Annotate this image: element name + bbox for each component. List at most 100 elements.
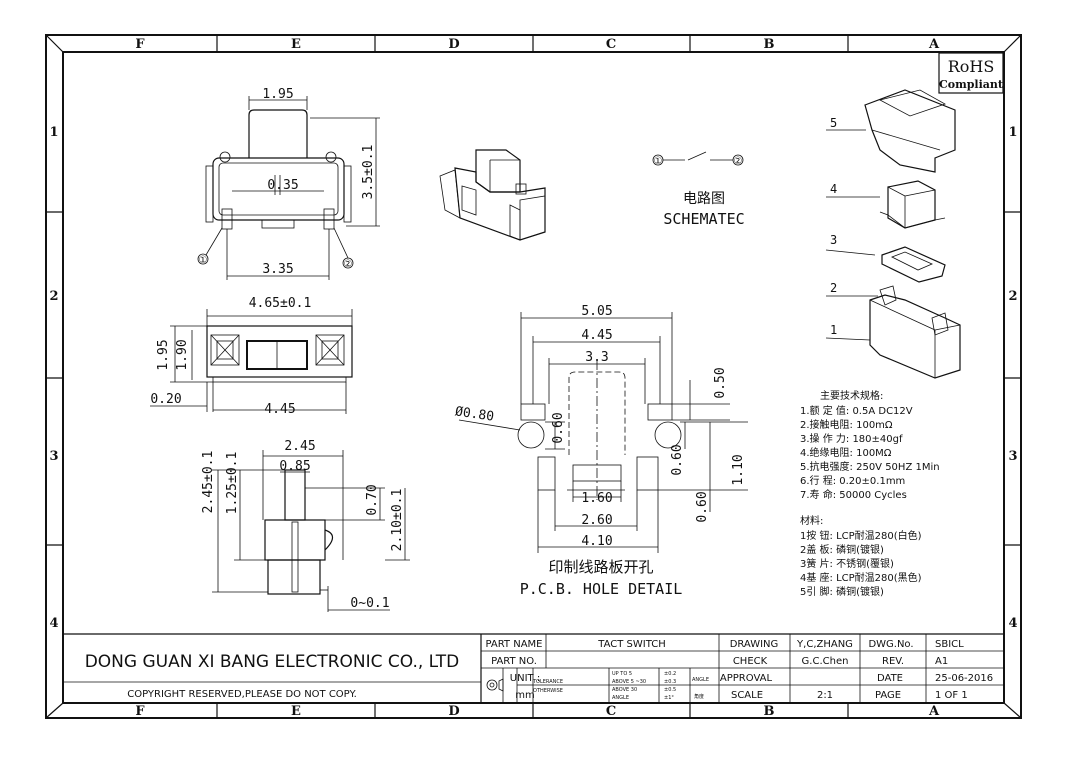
dim-side-h-body: 1.25±0.1 bbox=[225, 452, 240, 515]
materials-title: 材料: bbox=[800, 514, 823, 527]
zone-letter: E bbox=[291, 37, 301, 52]
dwg-no-label: DWG.No. bbox=[868, 639, 913, 650]
zone-letter: D bbox=[448, 704, 459, 719]
dim-pcb-w2: 4.45 bbox=[581, 328, 612, 343]
material-item: 4基 座: LCP耐温280(黑色) bbox=[800, 571, 922, 584]
rev-value: A1 bbox=[935, 656, 948, 667]
spec-item: 5.抗电强度: 250V 50HZ 1Min bbox=[800, 460, 940, 473]
svg-text:±0.3: ±0.3 bbox=[664, 679, 676, 685]
dim-front-h1: 1.95 bbox=[156, 339, 171, 370]
dim-side-r1: 0.70 bbox=[365, 484, 380, 515]
drawing-by: Y,C,ZHANG bbox=[796, 639, 853, 650]
zone-number: 2 bbox=[1008, 289, 1017, 304]
drawing-label: DRAWING bbox=[730, 639, 779, 650]
spec-title: 主要技术规格: bbox=[820, 389, 883, 402]
material-item: 2盖 板: 磷铜(镀银) bbox=[800, 543, 884, 556]
dim-top-bottom: 3.35 bbox=[262, 262, 293, 277]
zone-letter: F bbox=[135, 704, 145, 719]
otherwise-label: OTHERWISE bbox=[533, 688, 563, 694]
dim-front-left: 0.20 bbox=[150, 392, 181, 407]
spec-item: 6.行 程: 0.20±0.1mm bbox=[800, 474, 905, 487]
dim-pcb-060a: 0.60 bbox=[551, 412, 566, 443]
dim-pcb-060b: 0.60 bbox=[670, 444, 685, 475]
material-item: 5引 脚: 磷铜(镀银) bbox=[800, 585, 884, 598]
part-name-label: PART NAME bbox=[485, 639, 542, 650]
svg-text:①: ① bbox=[654, 156, 663, 167]
svg-text:ABOVE 5 ~30: ABOVE 5 ~30 bbox=[612, 679, 646, 685]
part-no-label: PART NO. bbox=[491, 656, 537, 667]
dim-side-r2: 2.10±0.1 bbox=[390, 489, 405, 552]
material-item: 1按 钮: LCP耐温280(白色) bbox=[800, 529, 922, 542]
svg-text:RoHS: RoHS bbox=[948, 57, 995, 76]
zone-number: 1 bbox=[49, 125, 58, 140]
dim-pcb-hole: Ø0.80 bbox=[454, 404, 495, 424]
date-value: 25-06-2016 bbox=[935, 673, 993, 684]
dim-top-pin-gap: 0.35 bbox=[267, 178, 298, 193]
dim-front-h2: 1.90 bbox=[175, 339, 190, 370]
part-label-1: 1 bbox=[830, 323, 837, 337]
dim-pcb-410: 4.10 bbox=[581, 534, 612, 549]
dim-pcb-260: 2.60 bbox=[581, 513, 612, 528]
part-label-5: 5 bbox=[830, 116, 837, 130]
zone-letter: C bbox=[606, 37, 616, 52]
zone-number: 4 bbox=[1008, 616, 1017, 631]
projection-icon bbox=[486, 678, 504, 692]
dim-pcb-w1: 5.05 bbox=[581, 304, 612, 319]
scale-label: SCALE bbox=[731, 690, 763, 701]
svg-text:±0.2: ±0.2 bbox=[664, 671, 676, 677]
part-label-4: 4 bbox=[830, 182, 837, 196]
schematic-title-cn: 电路图 bbox=[683, 191, 725, 207]
tolerance-table: UP TO 5 ±0.2 ABOVE 5 ~30 ±0.3 ABOVE 30 ±… bbox=[612, 671, 709, 701]
zone-letter: A bbox=[928, 37, 940, 52]
spec-item: 4.绝缘电阻: 100MΩ bbox=[800, 446, 892, 459]
pcb-hole-detail: 5.05 4.45 3.3 Ø0.80 1.60 2.60 4.10 0.50 … bbox=[454, 304, 748, 598]
dim-pcb-160: 1.60 bbox=[581, 491, 612, 506]
zone-letters-top: F E D C B A bbox=[135, 37, 940, 52]
dim-front-bottom: 4.45 bbox=[264, 402, 295, 417]
front-view: 4.65±0.1 1.95 1.90 0.20 4.45 bbox=[150, 296, 353, 417]
pin1-label: ① bbox=[199, 255, 208, 266]
zone-letter: E bbox=[291, 704, 301, 719]
unit-value: mm bbox=[515, 690, 534, 701]
exploded-view: 5 4 3 2 1 bbox=[825, 89, 961, 379]
spec-item: 3.操 作 力: 180±40gf bbox=[800, 432, 903, 445]
zone-number: 2 bbox=[49, 289, 58, 304]
spec-item: 7.寿 命: 50000 Cycles bbox=[800, 488, 907, 501]
zone-letter: C bbox=[606, 704, 616, 719]
dim-pcb-050: 0.50 bbox=[713, 367, 728, 398]
page-label: PAGE bbox=[875, 690, 901, 701]
zone-letter: F bbox=[135, 37, 145, 52]
material-item: 3簧 片: 不锈钢(覆银) bbox=[800, 557, 894, 570]
svg-text:②: ② bbox=[734, 156, 743, 167]
svg-text:ABOVE 30: ABOVE 30 bbox=[612, 687, 637, 693]
rohs-badge: RoHS Compliant bbox=[938, 52, 1004, 94]
dim-top-height: 3.5±0.1 bbox=[361, 145, 376, 200]
svg-text:Compliant: Compliant bbox=[939, 78, 1004, 91]
svg-text:UP TO 5: UP TO 5 bbox=[612, 671, 632, 677]
pcb-title-cn: 印制线路板开孔 bbox=[548, 558, 653, 576]
tolerance-label: TOLERANCE bbox=[532, 679, 563, 685]
zone-number: 3 bbox=[49, 449, 58, 464]
dwg-no: SBICL bbox=[935, 639, 964, 650]
dim-side-mid: 0.85 bbox=[279, 459, 310, 474]
svg-text:ANGLE: ANGLE bbox=[612, 695, 629, 701]
zone-letter: A bbox=[928, 704, 940, 719]
copyright: COPYRIGHT RESERVED,PLEASE DO NOT COPY. bbox=[127, 689, 357, 700]
part-name: TACT SWITCH bbox=[597, 639, 665, 650]
dim-side-top: 2.45 bbox=[284, 439, 315, 454]
unit-label: UNIT : bbox=[510, 673, 540, 684]
isometric-view bbox=[439, 149, 546, 241]
inner-frame bbox=[62, 51, 1005, 704]
check-by: G.C.Chen bbox=[802, 656, 849, 667]
svg-text:角度: 角度 bbox=[694, 693, 704, 700]
svg-text:±1°: ±1° bbox=[664, 695, 674, 701]
zone-letter: B bbox=[764, 704, 775, 719]
approval-label: APPROVAL bbox=[720, 673, 773, 684]
date-label: DATE bbox=[877, 673, 903, 684]
svg-text:±0.5: ±0.5 bbox=[664, 687, 676, 693]
rev-label: REV. bbox=[882, 656, 904, 667]
schematic-title-en: SCHEMATEC bbox=[663, 210, 744, 228]
spec-item: 2.接触电阻: 100mΩ bbox=[800, 418, 893, 431]
company-name: DONG GUAN XI BANG ELECTRONIC CO., LTD bbox=[85, 652, 460, 672]
